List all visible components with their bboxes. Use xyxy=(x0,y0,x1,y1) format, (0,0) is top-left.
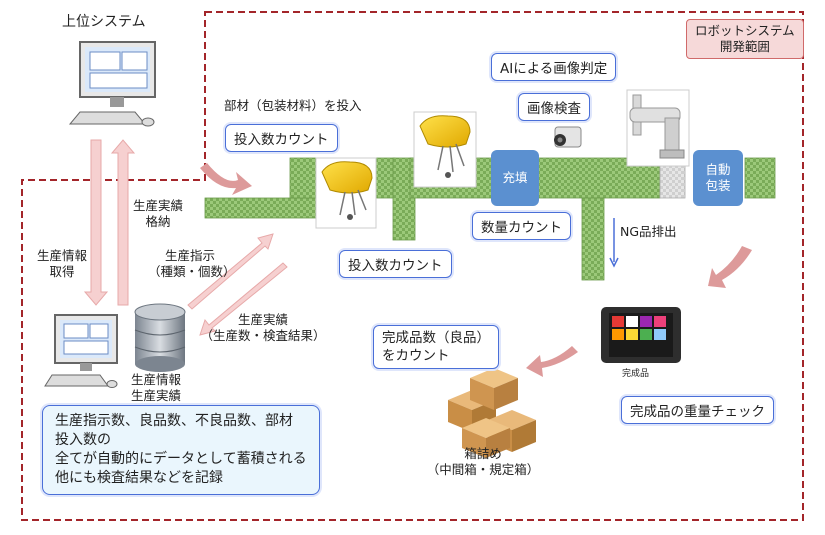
tablet-icon xyxy=(601,307,681,363)
production-order-label: 生産指示 （種類・個数） xyxy=(148,248,236,280)
upper-system-label: 上位システム xyxy=(62,14,146,30)
scope-tag-line2: 開発範囲 xyxy=(719,39,770,54)
production-order-line2: （種類・個数） xyxy=(148,264,236,279)
scope-tag: ロボットシステム 開発範囲 xyxy=(686,19,804,59)
auto-pack-line1: 自動 xyxy=(705,162,731,177)
summary-line1: 生産指示数、良品数、不良品数、部材 xyxy=(55,413,293,429)
summary-line4: 他にも検査結果などを記録 xyxy=(55,470,223,486)
finished-count-line2: をカウント xyxy=(382,348,450,364)
summary-line2: 投入数の xyxy=(55,432,111,448)
quantity-count-callout: 数量カウント xyxy=(472,212,571,240)
database-label: 生産情報 生産実績 xyxy=(124,372,188,404)
database-line1: 生産情報 xyxy=(130,372,181,387)
input-count-top-callout: 投入数カウント xyxy=(225,124,338,152)
database-icon xyxy=(134,303,186,372)
scara-robot-icon xyxy=(626,89,690,167)
boxing-label: 箱詰め （中間箱・規定箱） xyxy=(420,446,546,478)
production-result-label: 生産実績 （生産数・検査結果） xyxy=(200,312,326,344)
boxing-line1: 箱詰め xyxy=(464,446,502,461)
auto-pack-process-box: 自動 包装 xyxy=(693,150,743,206)
production-info-label: 生産情報 取得 xyxy=(34,248,90,280)
summary-callout: 生産指示数、良品数、不良品数、部材 投入数の 全てが自動的にデータとして蓄積され… xyxy=(42,405,320,495)
filling-process-box: 充填 xyxy=(491,150,539,206)
arrow-production-result xyxy=(199,262,288,336)
production-result-store-label: 生産実績 格納 xyxy=(128,198,188,230)
production-info-line1: 生産情報 xyxy=(36,248,87,263)
robot-1-icon xyxy=(315,157,377,229)
filling-label: 充填 xyxy=(502,170,528,185)
robot-2-icon xyxy=(413,111,477,188)
auto-pack-line2: 包装 xyxy=(705,178,731,193)
database-line2: 生産実績 xyxy=(130,388,181,403)
ai-judgement-callout: AIによる画像判定 xyxy=(491,53,617,81)
boxes-icon xyxy=(448,368,536,458)
scope-border xyxy=(21,11,804,521)
finished-goods-label: 完成品 xyxy=(622,369,650,379)
arrow-to-weight-check xyxy=(708,246,752,288)
ng-discharge-label: NG品排出 xyxy=(620,224,677,239)
upper-system-computer-icon xyxy=(68,41,156,127)
input-count-bottom-callout: 投入数カウント xyxy=(339,250,452,278)
weight-check-callout: 完成品の重量チェック xyxy=(621,396,774,424)
boxing-line2: （中間箱・規定箱） xyxy=(426,462,540,477)
production-result-store-line1: 生産実績 xyxy=(132,198,183,213)
scope-tag-line1: ロボットシステム xyxy=(695,23,795,38)
production-result-line2: （生産数・検査結果） xyxy=(200,328,326,343)
summary-line3: 全てが自動的にデータとして蓄積される xyxy=(55,451,307,467)
finished-count-callout: 完成品数（良品） をカウント xyxy=(373,325,499,369)
arrow-down-production-info xyxy=(83,139,109,306)
material-input-label: 部材（包装材料）を投入 xyxy=(224,98,362,113)
image-inspection-callout: 画像検査 xyxy=(518,93,590,121)
camera-icon xyxy=(554,126,582,148)
lower-computer-icon xyxy=(44,314,118,388)
arrow-material-input xyxy=(200,163,252,195)
conveyor-output xyxy=(744,157,776,199)
production-info-line2: 取得 xyxy=(49,264,75,279)
production-order-line1: 生産指示 xyxy=(164,248,215,263)
conveyor-vertical-1 xyxy=(392,157,416,241)
production-result-store-line2: 格納 xyxy=(145,214,171,229)
arrow-production-order xyxy=(187,233,274,310)
conveyor-input xyxy=(204,197,326,219)
production-result-line1: 生産実績 xyxy=(237,312,288,327)
arrow-to-boxing xyxy=(526,346,578,377)
conveyor-ng-branch xyxy=(581,197,605,281)
arrow-up-production-result xyxy=(110,139,136,306)
finished-count-line1: 完成品数（良品） xyxy=(382,330,490,346)
